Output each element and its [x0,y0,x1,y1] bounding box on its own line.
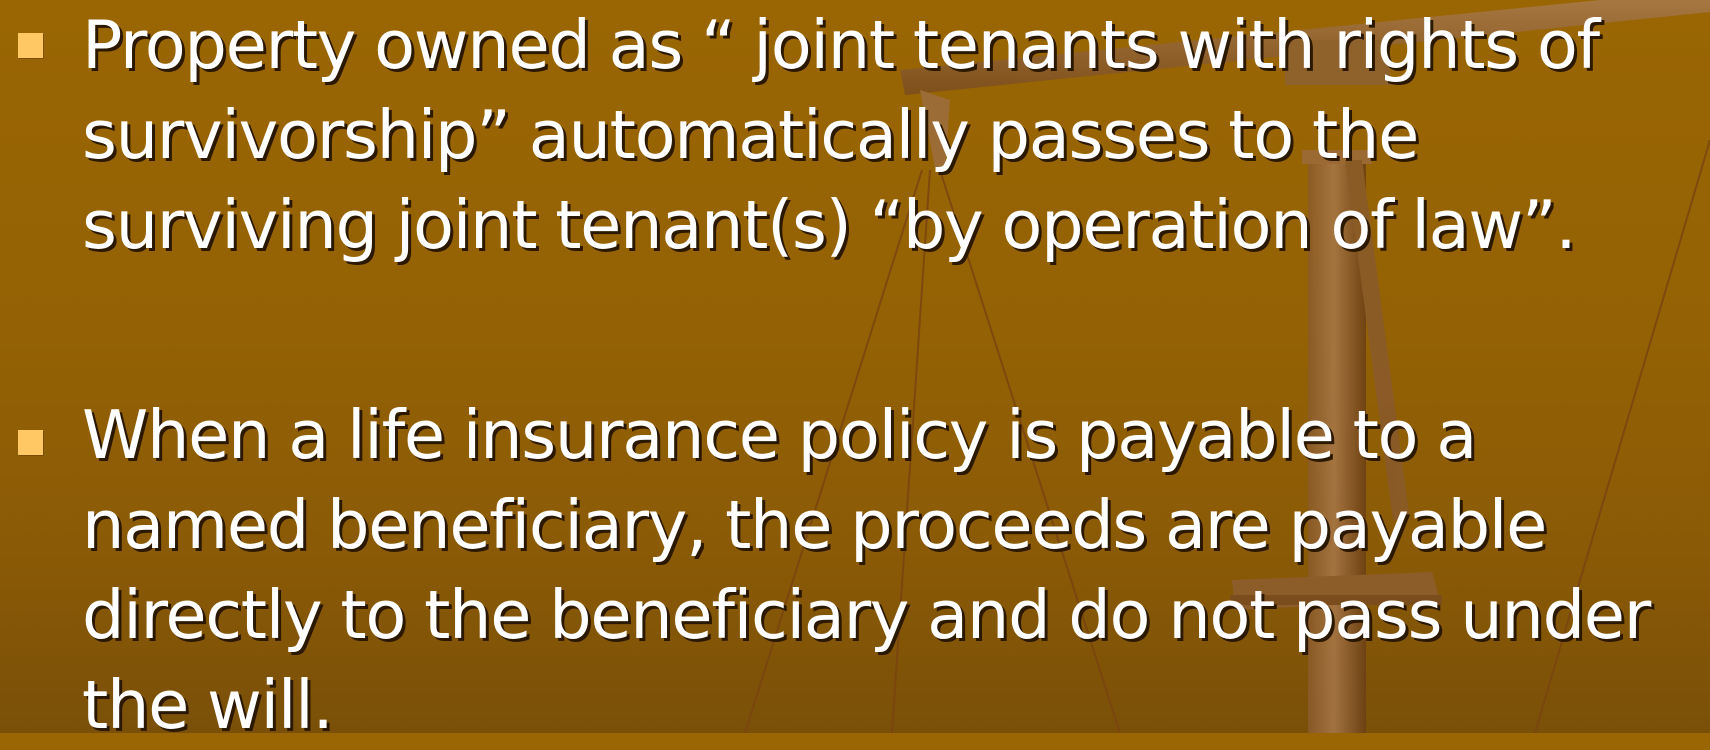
bullet-text: Property owned as “ joint tenants with r… [82,6,1600,264]
bullet-text: When a life insurance policy is payable … [82,396,1651,744]
square-bullet-icon [18,430,43,455]
square-bullet-icon [18,33,43,58]
bullet-list: Property owned as “ joint tenants with r… [18,6,1651,744]
